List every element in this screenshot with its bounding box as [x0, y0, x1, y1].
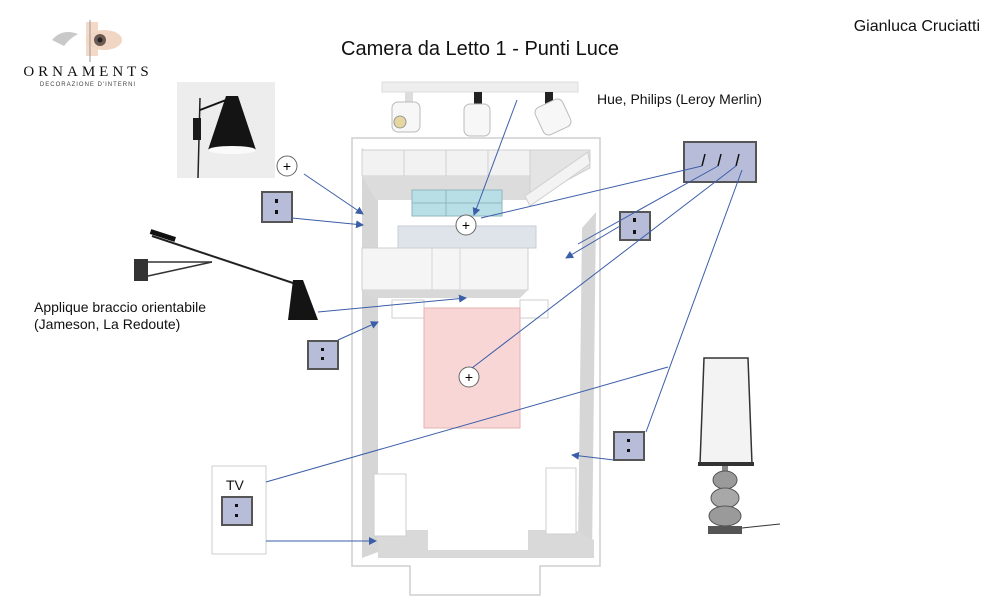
nightstand-right: [519, 299, 549, 319]
headboard-unit: [361, 247, 529, 291]
logo-brand: ORNAMENTS: [23, 64, 153, 80]
right-wall: [578, 212, 596, 556]
connection-arrows: [265, 99, 743, 545]
switches: [221, 141, 757, 526]
applique-label-line1: Applique braccio orientabile: [34, 299, 206, 315]
track-spotlight-image: [381, 81, 579, 137]
swing-arm-lamp-image: [134, 229, 318, 320]
bottom-cabinet-right: [545, 467, 577, 535]
switch-icon: [613, 431, 645, 461]
light-point-plus-icon: [455, 214, 477, 236]
wall-lamp-image: [177, 82, 275, 179]
svg-text:+: +: [465, 369, 473, 385]
bottom-cabinet-left: [373, 473, 407, 537]
room-plan: [351, 137, 601, 596]
switch-icon: [221, 496, 253, 526]
light-point-plus-icon: [276, 155, 298, 177]
light-points: + + +: [276, 155, 480, 388]
author-name: Gianluca Cruciatti: [853, 18, 980, 35]
door-panel: [524, 151, 591, 207]
bottom-wall: [378, 530, 594, 558]
svg-text:+: +: [283, 158, 291, 174]
logo-tagline: DECORAZIONE D'INTERNI: [39, 82, 137, 88]
tv-label: TV: [226, 477, 244, 493]
switch-icon: [307, 340, 339, 370]
svg-text:+: +: [462, 217, 470, 233]
light-point-plus-icon: [458, 366, 480, 388]
switch-icon: [261, 191, 293, 223]
floor-lamp-image: [698, 357, 781, 534]
page-title: Camera da Letto 1 - Punti Luce: [341, 38, 619, 60]
applique-label-line2: (Jameson, La Redoute): [34, 316, 181, 332]
spot-light-label: Hue, Philips (Leroy Merlin): [597, 91, 762, 107]
logo-eye-icon: [52, 20, 122, 62]
triple-switch-icon: [683, 141, 757, 183]
